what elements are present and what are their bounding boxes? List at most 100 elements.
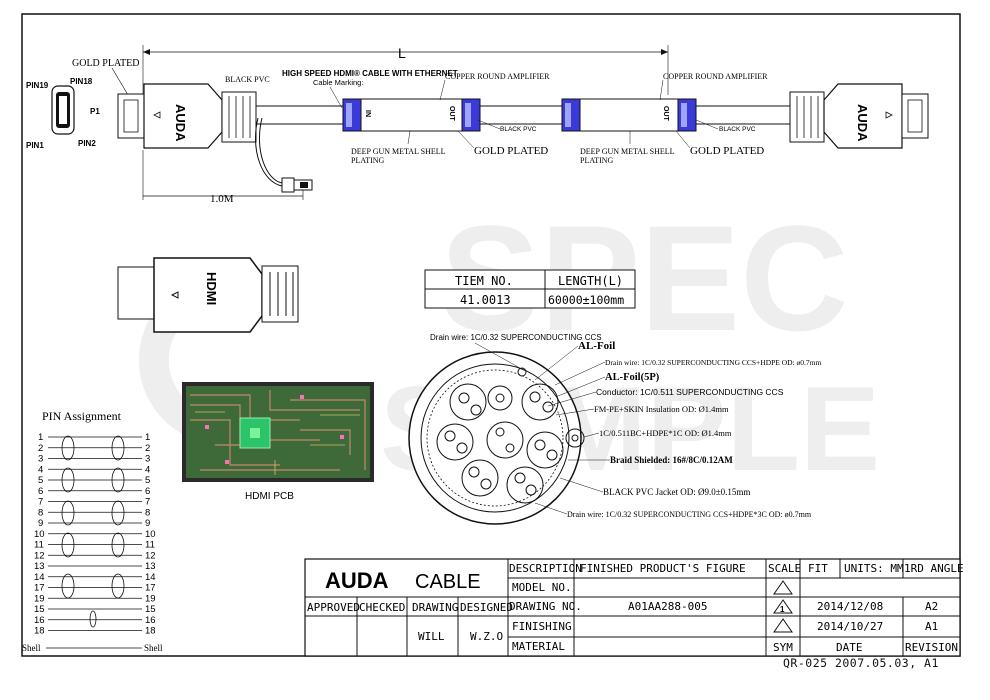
scale-label: SCALE <box>768 562 801 575</box>
gold-plated-top-label: GOLD PLATED <box>72 58 140 69</box>
pin-right-number: 12 <box>145 550 156 561</box>
pin-right-number: 6 <box>145 486 150 497</box>
pin-row: 12 12 <box>34 550 156 561</box>
pin-right-number: 14 <box>145 572 156 583</box>
designed-label: DESIGNED <box>460 601 513 614</box>
pin-left-number: 17 <box>34 583 45 594</box>
pin19-label: PIN19 <box>26 81 49 90</box>
pin-right-number: 5 <box>145 475 150 486</box>
revision-label: REVISION <box>905 641 958 654</box>
out-label-2: OUT <box>662 106 669 122</box>
amplifier-right: OUT <box>561 98 697 132</box>
length-header: LENGTH(L) <box>558 274 623 288</box>
jacket-label: BLACK PVC Jacket OD: Ø9.0±0.15mm <box>603 487 750 497</box>
revision-triangle-3 <box>773 618 793 633</box>
angle-label: 1RD ANGLE <box>904 562 964 575</box>
pin-left-number: 9 <box>38 518 43 529</box>
pin-right-number: 7 <box>145 497 150 508</box>
pin-right-number: 16 <box>145 615 156 626</box>
cable-cross-section <box>408 351 585 525</box>
units-label: UNITS: MM <box>844 562 904 575</box>
copper-amplifier-right-label: COPPER ROUND AMPLIFIER <box>663 72 768 81</box>
drawing-no-value: A01AA288-005 <box>628 600 707 613</box>
pin-right-number: 19 <box>145 593 156 604</box>
drain-top-label: Drain wire: 1C/0.32 SUPERCONDUCTING CCS <box>430 333 602 342</box>
pin-twist-ellipses <box>61 435 125 628</box>
revision-date-1: 2014/12/08 <box>817 600 883 613</box>
pin-right-number: 2 <box>145 443 150 454</box>
scale-value: FIT <box>808 562 828 575</box>
cable-title-label: HIGH SPEED HDMI® CABLE WITH ETHERNET <box>282 69 458 78</box>
gold-plated-mid-1: GOLD PLATED <box>474 145 548 157</box>
black-pvc-label: BLACK PVC <box>225 75 270 84</box>
pin-left-number: 18 <box>34 626 45 637</box>
copper-amplifier-left-label: COPPER ROUND AMPLIFIER <box>445 72 550 81</box>
black-pvc-small-1: BLACK PVC <box>500 126 537 133</box>
fm-pe-label: FM-PE+SKIN Insulation OD: Ø1.4mm <box>594 404 729 414</box>
shell-right-label: Shell <box>144 643 163 653</box>
al-foil-label: AL-Foil <box>578 340 615 352</box>
in-label-1: IN <box>364 110 371 117</box>
pin-right-number: 4 <box>145 464 150 475</box>
pin-left-number: 12 <box>34 550 45 561</box>
connector-detail: HDMI <box>117 257 299 333</box>
material-label: MATERIAL <box>512 640 565 653</box>
usb-tail <box>255 117 313 193</box>
amplifier-left: IN OUT <box>342 98 481 132</box>
finishing-label: FINISHING <box>512 620 572 633</box>
pin-right-number: 13 <box>145 561 156 572</box>
pin-right-number: 17 <box>145 583 156 594</box>
pin-right-number: 18 <box>145 626 156 637</box>
form-footer: QR-025 2007.05.03, A1 <box>783 656 939 670</box>
pin-left-number: 7 <box>38 497 43 508</box>
braid-label: Braid Shielded: 16#/8C/0.12AM <box>610 455 733 465</box>
out-label-1: OUT <box>448 106 455 122</box>
approved-label: APPROVED <box>307 601 360 614</box>
one-meter-label: 1.0M <box>210 193 234 205</box>
al-foil-5p-label: AL-Foil(5P) <box>605 372 660 383</box>
pin-left-number: 10 <box>34 529 45 540</box>
cable-drawing: L GOLD PLATED PIN19 PIN18 P1 PIN1 PIN2 A… <box>26 45 929 205</box>
item-header: TIEM NO. <box>455 274 513 288</box>
pin-left-number: 4 <box>38 464 43 475</box>
revision-date-2: 2014/10/27 <box>817 620 883 633</box>
left-connector-brand: AUDA <box>173 104 188 142</box>
hdmi-pcb-label: HDMI PCB <box>245 491 294 502</box>
right-connector-brand: AUDA <box>855 104 870 142</box>
designer-value: W.Z.O <box>470 630 503 643</box>
pin-right-number: 10 <box>145 529 156 540</box>
pin2-label: PIN2 <box>78 139 96 148</box>
sym-label: SYM <box>773 641 793 654</box>
title-brand-auda: AUDA <box>325 568 389 593</box>
pin-left-number: 14 <box>34 572 45 583</box>
revision-1: A2 <box>925 600 938 613</box>
pin-right-number: 3 <box>145 454 150 465</box>
pin-left-number: 3 <box>38 454 43 465</box>
revision-mark-1: 1 <box>780 605 785 614</box>
shell-left-label: Shell <box>22 643 41 653</box>
left-connector: AUDA <box>117 83 257 149</box>
pin-left-number: 5 <box>38 475 43 486</box>
detail-hdmi-text: HDMI <box>204 272 219 305</box>
deep-gun-label-1: DEEP GUN METAL SHELL <box>351 147 446 156</box>
pin-right-number: 15 <box>145 604 156 615</box>
pin-right-number: 9 <box>145 518 150 529</box>
hdmi-pcb-image <box>182 382 374 482</box>
pin-right-number: 11 <box>145 540 155 551</box>
pin-right-number: 1 <box>145 432 150 443</box>
pin-left-number: 8 <box>38 507 43 518</box>
black-pvc-small-2: BLACK PVC <box>719 126 756 133</box>
drawing-label: DRAWING <box>412 601 458 614</box>
revision-triangle-2 <box>773 599 793 614</box>
description-value: FINISHED PRODUCT'S FIGURE <box>580 562 746 575</box>
pin1-label: PIN1 <box>26 141 44 150</box>
